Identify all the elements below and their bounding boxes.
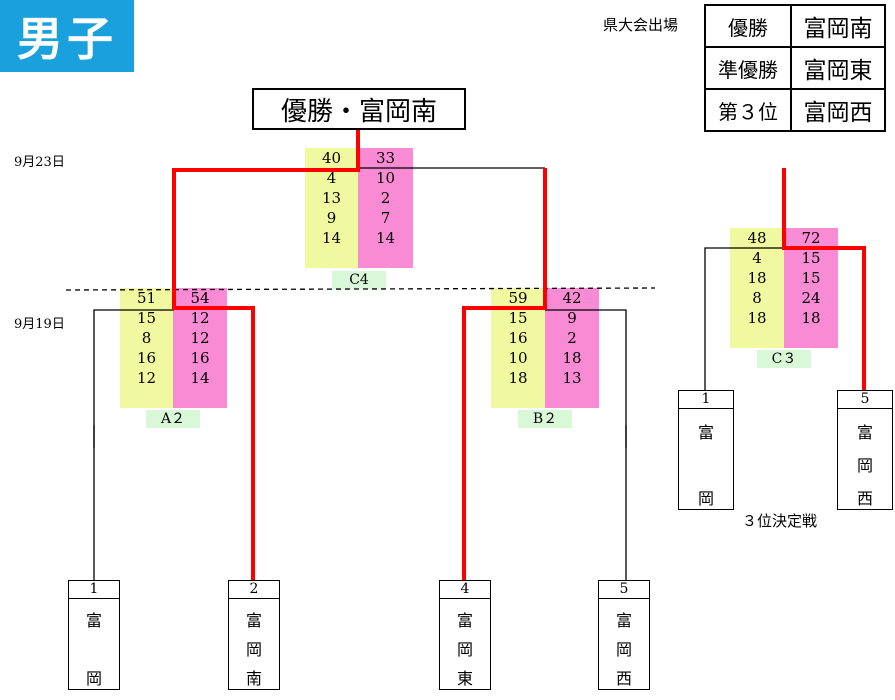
team-name-char: 富 <box>85 611 102 630</box>
team-name-char: 南 <box>245 669 262 688</box>
team-name-char: 富 <box>615 611 632 630</box>
team-name-char: 岡 <box>456 640 473 659</box>
team-box-5: 5 富 岡 西 <box>598 580 650 690</box>
team-name-char: 富 <box>456 611 473 630</box>
team-box-2: 2 富 岡 南 <box>228 580 280 690</box>
team-name-char: 西 <box>615 669 632 688</box>
results-team: 富岡東 <box>790 46 886 90</box>
team-number: 4 <box>440 581 490 599</box>
team-name-char: 岡 <box>697 489 714 508</box>
match-label-a2: A２ <box>146 410 200 428</box>
results-row: 第３位 富岡西 <box>704 88 886 132</box>
team-box-1: 1 富 岡 <box>68 580 120 690</box>
team-name-char: 岡 <box>856 456 873 475</box>
bracket-line-c3-left <box>704 247 784 390</box>
round-divider <box>65 287 656 291</box>
playoff-team-box-5: 5 富 岡 西 <box>837 390 893 510</box>
results-label: 県大会出場 <box>603 16 679 34</box>
team-number: 1 <box>679 391 733 409</box>
results-team: 富岡西 <box>790 88 886 132</box>
results-rank: 準優勝 <box>704 46 792 90</box>
match-label-c3: C３ <box>757 350 811 368</box>
team-name-char: 富 <box>856 423 873 442</box>
winner-path-t4 <box>462 168 547 580</box>
results-team: 富岡南 <box>790 4 886 48</box>
results-table: 優勝 富岡南 準優勝 富岡東 第３位 富岡西 <box>704 4 886 132</box>
results-row: 優勝 富岡南 <box>704 4 886 48</box>
winner-path-t5 <box>782 168 866 390</box>
team-number: 5 <box>599 581 649 599</box>
team-box-4: 4 富 岡 東 <box>439 580 491 690</box>
team-name-char: 岡 <box>85 669 102 688</box>
gender-badge: 男子 <box>0 0 134 72</box>
winner-path-t2 <box>172 130 360 580</box>
match-label-c4: C4 <box>332 271 386 289</box>
champion-box: 優勝・富岡南 <box>252 88 466 130</box>
bracket-line-t5 <box>545 309 627 580</box>
date-final: 9月23日 <box>14 155 65 170</box>
team-name-char: 富 <box>697 423 714 442</box>
date-first-round: 9月19日 <box>14 317 65 332</box>
team-name-char: 岡 <box>245 640 262 659</box>
team-name-char: 西 <box>856 489 873 508</box>
team-number: 1 <box>69 581 119 599</box>
playoff-label: ３位決定戦 <box>742 512 818 530</box>
team-name-char: 岡 <box>615 640 632 659</box>
team-name-char: 東 <box>456 669 473 688</box>
results-rank: 優勝 <box>704 4 792 48</box>
team-number: 2 <box>229 581 279 599</box>
team-name-char: 富 <box>245 611 262 630</box>
match-label-b2: B２ <box>518 410 572 428</box>
playoff-team-box-1: 1 富 岡 <box>678 390 734 510</box>
results-row: 準優勝 富岡東 <box>704 46 886 90</box>
team-number: 5 <box>838 391 892 409</box>
results-rank: 第３位 <box>704 88 792 132</box>
bracket-line-t1 <box>93 309 174 580</box>
